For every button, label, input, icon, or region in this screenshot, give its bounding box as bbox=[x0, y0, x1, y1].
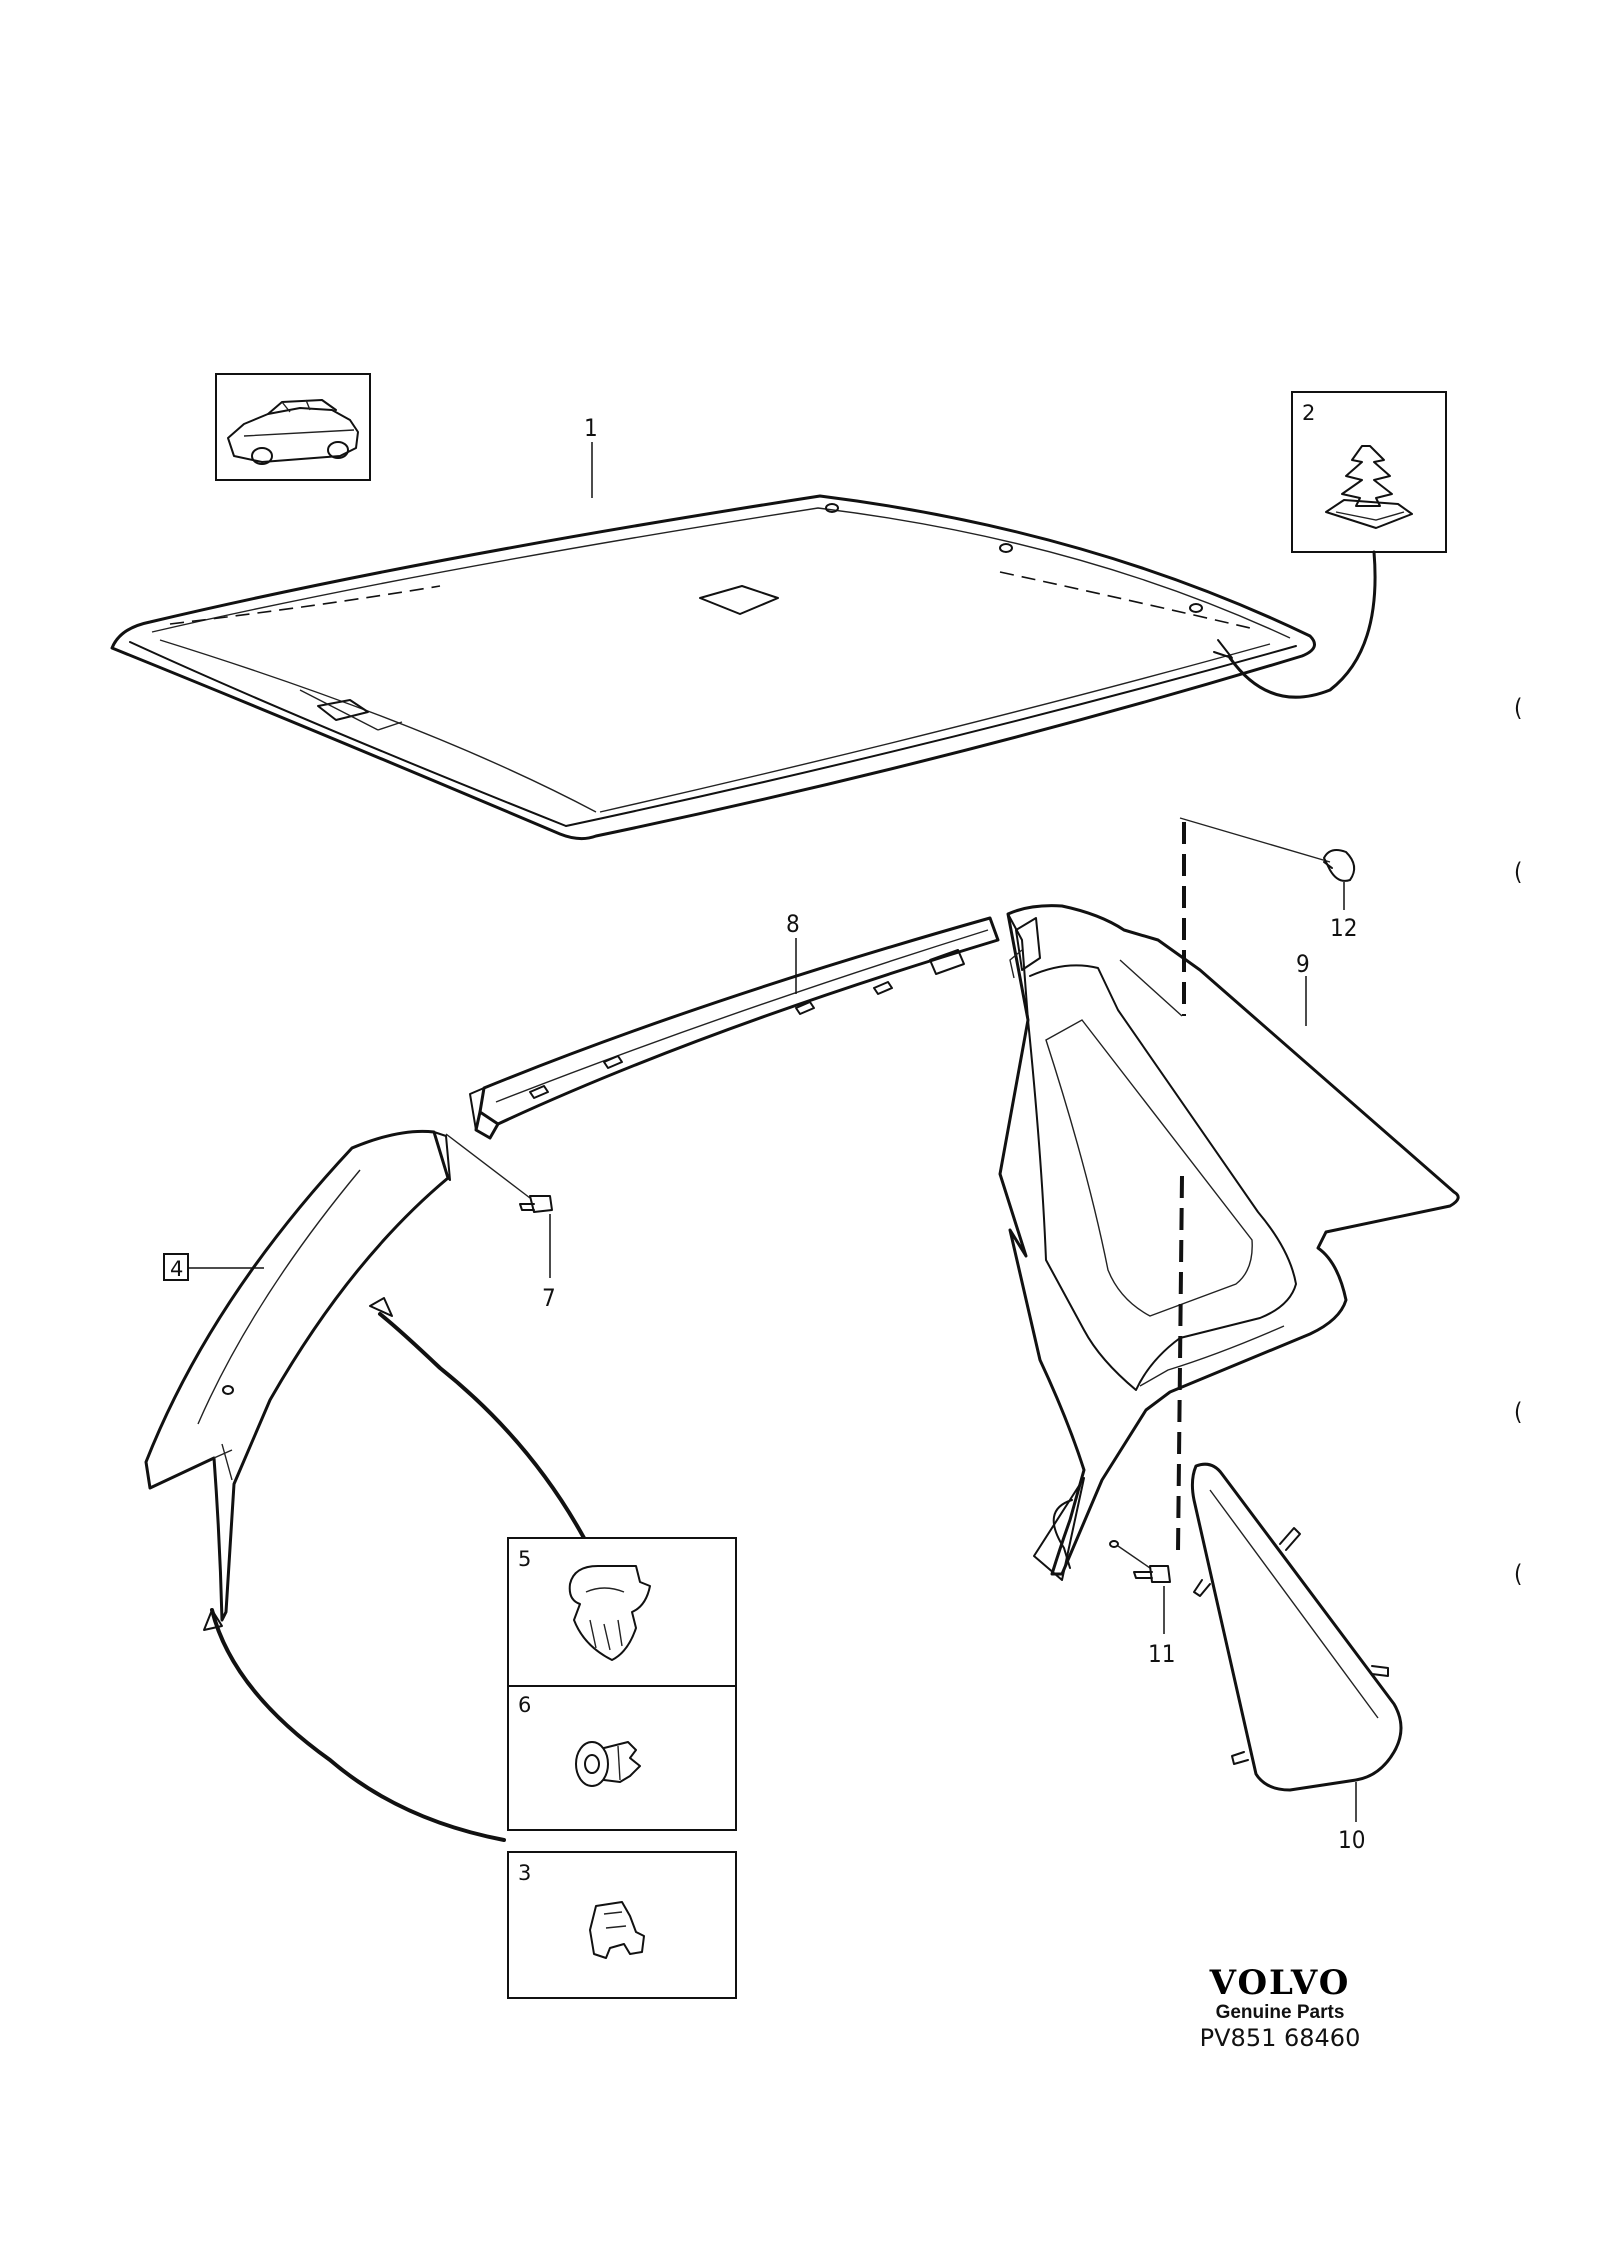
margin-mark: ( bbox=[1514, 694, 1522, 722]
margin-mark: ( bbox=[1514, 1560, 1522, 1588]
rail-slot bbox=[873, 981, 893, 995]
callout-8: 8 bbox=[786, 910, 800, 938]
callout-2: 2 bbox=[1302, 401, 1315, 425]
trim-stud bbox=[1371, 1665, 1389, 1677]
fir-tree-clip-icon bbox=[1325, 445, 1413, 529]
diagram-code: PV851 68460 bbox=[1200, 2024, 1361, 2052]
callout-3: 3 bbox=[518, 1861, 531, 1885]
volvo-logo: VOLVO bbox=[1209, 1963, 1351, 2003]
callout-5: 5 bbox=[518, 1547, 531, 1571]
trim-stud bbox=[1231, 1751, 1249, 1765]
rail-slot bbox=[529, 1085, 549, 1099]
a-pillar-trim-part: 4 bbox=[144, 1129, 586, 1842]
screw-11: 11 bbox=[1109, 1540, 1175, 1668]
roof-rail-part: 8 bbox=[469, 910, 1000, 1140]
rivet-clip-icon bbox=[575, 1741, 641, 1787]
retainer-clip-icon bbox=[589, 1901, 645, 1959]
clip-3-arrow bbox=[210, 1608, 506, 1842]
margin-mark: ( bbox=[1514, 858, 1522, 886]
clip-5-box: 5 bbox=[507, 1537, 737, 1687]
screw-7: 7 bbox=[445, 1133, 556, 1312]
clip-leader-curve bbox=[1228, 550, 1377, 699]
rail-slot bbox=[795, 1001, 815, 1015]
rail-slot bbox=[929, 949, 965, 975]
quarter-trim-part: 10 bbox=[1190, 1462, 1403, 1854]
clip-detail-box: 2 bbox=[1213, 391, 1447, 699]
sunroof-opening bbox=[699, 585, 779, 615]
callout-10: 10 bbox=[1338, 1826, 1365, 1854]
callout-6: 6 bbox=[518, 1693, 531, 1717]
clip-6-box: 6 bbox=[507, 1685, 737, 1831]
trim-stud bbox=[1279, 1527, 1301, 1551]
callout-4: 4 bbox=[170, 1257, 183, 1281]
callout-12: 12 bbox=[1330, 914, 1357, 942]
vehicle-thumbnail bbox=[215, 373, 371, 481]
trim-stud bbox=[1193, 1579, 1211, 1597]
push-clip-icon bbox=[568, 1565, 651, 1661]
callout-1: 1 bbox=[584, 414, 598, 442]
clip-3-box: 3 bbox=[507, 1851, 737, 1999]
callout-11: 11 bbox=[1148, 1640, 1175, 1668]
headliner-part: 1 bbox=[110, 414, 1316, 841]
branding: VOLVO Genuine Parts PV851 68460 bbox=[1200, 1963, 1361, 2052]
c-pillar-trim-part: 9 bbox=[998, 822, 1460, 1581]
rail-slot bbox=[603, 1055, 623, 1069]
rear-vent bbox=[317, 699, 369, 721]
margin-mark: ( bbox=[1514, 1398, 1522, 1426]
clip-5-arrow bbox=[378, 1312, 586, 1540]
fastener-12: 12 bbox=[1179, 817, 1357, 942]
sedan-car-icon bbox=[227, 399, 359, 465]
margin-marks: ( ( ( ( bbox=[1514, 694, 1522, 1588]
callout-7: 7 bbox=[542, 1284, 556, 1312]
genuine-parts-label: Genuine Parts bbox=[1216, 2002, 1345, 2023]
callout-9: 9 bbox=[1296, 950, 1310, 978]
